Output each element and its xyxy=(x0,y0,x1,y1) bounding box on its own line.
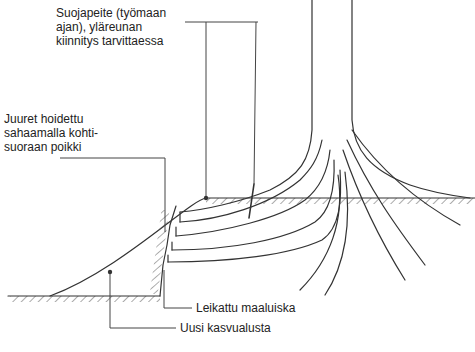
slope-hatch xyxy=(150,210,170,294)
stake xyxy=(249,184,254,218)
ground-hatch xyxy=(10,296,160,302)
root-cut xyxy=(171,242,172,250)
tree-trunk xyxy=(352,0,470,198)
annotation-label: Juuret hoidettu sahaamalla kohti-suoraan… xyxy=(4,112,114,154)
tree-trunk xyxy=(180,0,312,212)
root-cut xyxy=(175,227,176,236)
root-cut xyxy=(167,255,168,262)
root xyxy=(347,140,425,265)
root xyxy=(176,150,330,236)
root xyxy=(180,140,322,222)
leader-line xyxy=(110,272,176,328)
protective-cover xyxy=(50,198,206,296)
root-cut xyxy=(179,212,180,222)
leader-line xyxy=(60,158,165,232)
root xyxy=(325,172,348,295)
annotation-label: Suojapeite (työmaan ajan), yläreunan kii… xyxy=(56,6,186,48)
annotation-label: Uusi kasvualusta xyxy=(180,321,380,335)
leader-dot xyxy=(108,270,112,274)
root xyxy=(172,160,334,250)
root xyxy=(300,175,340,290)
annotation-label: Leikattu maaluiska xyxy=(196,301,396,315)
leader-line xyxy=(164,270,192,308)
ground-line xyxy=(8,295,160,296)
root xyxy=(352,130,460,225)
root xyxy=(343,150,405,280)
leader-dot xyxy=(204,196,208,200)
leader-line xyxy=(185,22,258,196)
